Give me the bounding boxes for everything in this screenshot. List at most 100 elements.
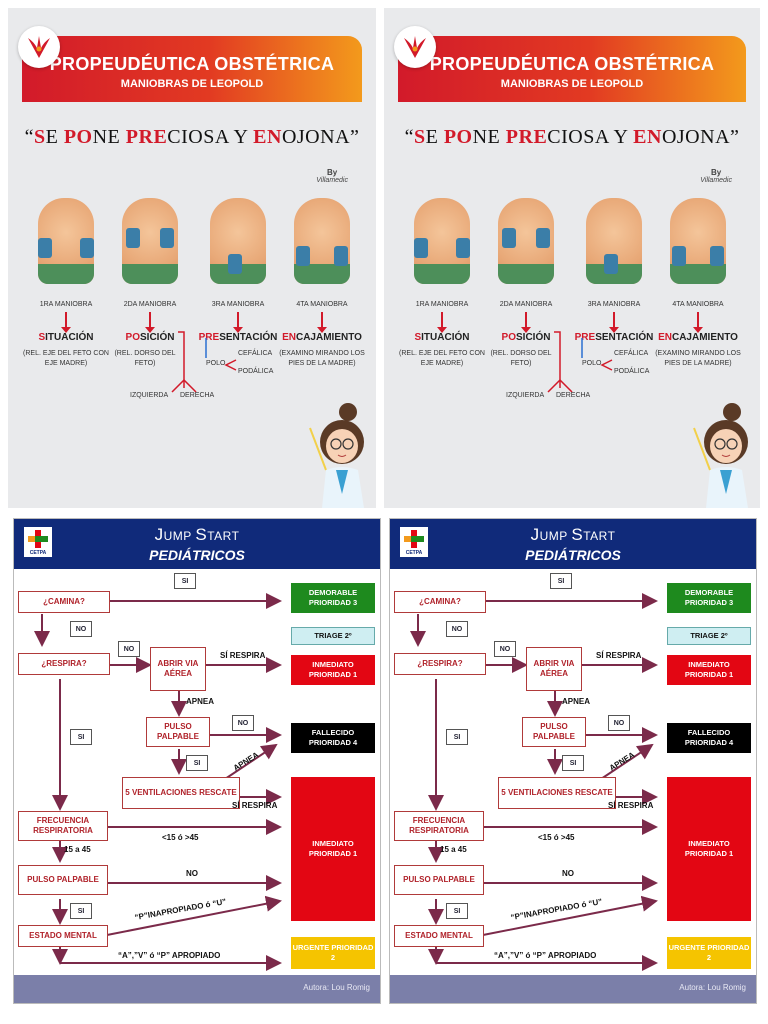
maneuver-4-illustration <box>670 198 726 284</box>
box-abrir-via-aerea: ABRIR VIA AÉREA <box>526 647 582 691</box>
jumpstart-subtitle: PEDIÁTRICOS <box>525 547 621 563</box>
outcome-demorable: DEMORABLE PRIORIDAD 3 <box>291 583 375 613</box>
tag-si: SI <box>186 755 208 771</box>
box-pulso-palpable-2: PULSO PALPABLE <box>18 865 108 895</box>
leopold-panel-left: PROPEUDÉUTICA OBSTÉTRICA MANIOBRAS DE LE… <box>8 8 376 508</box>
jumpstart-title: JUMP START <box>530 525 616 544</box>
box-estado-mental: ESTADO MENTAL <box>18 925 108 947</box>
maneuver-connectors <box>171 331 237 393</box>
label-no: NO <box>562 869 574 878</box>
box-frecuencia: FRECUENCIA RESPIRATORIA <box>18 811 108 841</box>
outcome-inmediato: INMEDIATO PRIORIDAD 1 <box>667 777 751 921</box>
polo-podalic: PODÁLICA <box>238 368 274 375</box>
maneuver-description: (EXAMINO MIRANDO LOS PIES DE LA MADRE) <box>279 350 365 367</box>
teacher-illustration-icon <box>309 403 364 508</box>
down-arrow-icon <box>521 312 531 333</box>
tag-no: NO <box>446 621 468 637</box>
leopold-subtitle: MANIOBRAS DE LEOPOLD <box>500 78 644 90</box>
maneuver-name: PRESENTACIÓN <box>574 332 654 343</box>
position-right: DERECHA <box>180 392 215 399</box>
tag-si: SI <box>446 903 468 919</box>
phoenix-logo-icon <box>18 26 60 68</box>
label-no: NO <box>186 869 198 878</box>
polo-label: POLO <box>206 360 226 367</box>
tag-si: SI <box>550 573 572 589</box>
box-abrir-via-aerea: ABRIR VIA AÉREA <box>150 647 206 691</box>
box-respira: ¿RESPIRA? <box>18 653 110 675</box>
maneuver-name: POSICIÓN <box>125 332 175 343</box>
box-respira: ¿RESPIRA? <box>394 653 486 675</box>
label-apropiado: “A”,”V” ó “P” APROPIADO <box>118 951 221 960</box>
maneuver-number: 2DA MANIOBRA <box>123 301 177 308</box>
leopold-panel-right: PROPEUDÉUTICA OBSTÉTRICA MANIOBRAS DE LE… <box>384 8 760 508</box>
maneuver-number: 4TA MANIOBRA <box>672 301 724 308</box>
box-frecuencia: FRECUENCIA RESPIRATORIA <box>394 811 484 841</box>
tag-si: SI <box>562 755 584 771</box>
label-apnea: APNEA <box>562 697 591 706</box>
label-si-respira: SÍ RESPIRA <box>596 651 642 660</box>
maneuver-connectors <box>547 331 613 393</box>
outcome-triage: TRIAGE 2º <box>291 627 375 645</box>
box-pulso-palpable: PULSO PALPABLE <box>146 717 210 747</box>
footer: Autora: Lou Romig <box>390 975 756 1003</box>
leopold-header: PROPEUDÉUTICA OBSTÉTRICA MANIOBRAS DE LE… <box>398 36 746 102</box>
leopold-header: PROPEUDÉUTICA OBSTÉTRICA MANIOBRAS DE LE… <box>22 36 362 102</box>
down-arrow-icon <box>233 312 243 333</box>
cetpa-logo-icon: CETPA <box>400 527 428 557</box>
maneuver-1-illustration <box>38 198 94 284</box>
maneuver-2-illustration <box>498 198 554 284</box>
position-left: IZQUIERDA <box>130 392 169 399</box>
outcome-inmediato: INMEDIATO PRIORIDAD 1 <box>291 777 375 921</box>
outcome-urgente: URGENTE PRIORIDAD 2 <box>667 937 751 969</box>
outcome-inmediato: INMEDIATO PRIORIDAD 1 <box>667 655 751 685</box>
maneuver-number: 4TA MANIOBRA <box>296 301 348 308</box>
maneuver-description: (REL. DORSO DEL FETO) <box>490 350 552 367</box>
maneuver-description: (REL. DORSO DEL FETO) <box>114 350 176 367</box>
box-pulso-palpable: PULSO PALPABLE <box>522 717 586 747</box>
author-credit: Autora: Lou Romig <box>679 983 746 992</box>
maneuver-2-illustration <box>122 198 178 284</box>
down-arrow-icon <box>61 312 71 333</box>
flow-arrows <box>410 593 658 971</box>
box-camina: ¿CAMINA? <box>18 591 110 613</box>
down-arrow-icon <box>609 312 619 333</box>
position-right: DERECHA <box>556 392 591 399</box>
maneuver-name: ENCAJAMIENTO <box>282 332 362 343</box>
tag-no: NO <box>70 621 92 637</box>
maneuver-description: (REL. EJE DEL FETO CON EJE MADRE) <box>399 350 485 367</box>
maneuver-3-illustration <box>586 198 642 284</box>
label-normal: 15 a 45 <box>64 845 91 854</box>
tag-si: SI <box>70 903 92 919</box>
box-ventilaciones: 5 VENTILACIONES RESCATE <box>498 777 616 809</box>
maneuver-name: SITUACIÓN <box>414 332 470 343</box>
leopold-title: PROPEUDÉUTICA OBSTÉTRICA <box>429 54 715 74</box>
maneuver-1-illustration <box>414 198 470 284</box>
label-apnea: APNEA <box>186 697 215 706</box>
label-si-respira: SÍ RESPIRA <box>608 801 654 810</box>
polo-label: POLO <box>582 360 602 367</box>
maneuver-number: 3RA MANIOBRA <box>211 301 265 308</box>
maneuver-number: 3RA MANIOBRA <box>587 301 641 308</box>
author-credit: Autora: Lou Romig <box>303 983 370 992</box>
maneuver-number: 1RA MANIOBRA <box>415 301 469 308</box>
teacher-illustration-icon <box>693 403 748 508</box>
maneuver-4-illustration <box>294 198 350 284</box>
down-arrow-icon <box>693 312 703 333</box>
down-arrow-icon <box>437 312 447 333</box>
maneuver-3-illustration <box>210 198 266 284</box>
down-arrow-icon <box>145 312 155 333</box>
down-arrow-icon <box>317 312 327 333</box>
maneuver-description: (REL. EJE DEL FETO CON EJE MADRE) <box>23 350 109 367</box>
outcome-fallecido: FALLECIDO PRIORIDAD 4 <box>667 723 751 753</box>
jumpstart-header: CETPA JUMP START PEDIÁTRICOS <box>390 519 756 569</box>
label-rango: <15 ó >45 <box>538 833 575 842</box>
tag-si: SI <box>446 729 468 745</box>
jumpstart-panel-left: CETPA JUMP START PEDIÁTRICOS ¿CAMINA? <box>13 518 381 1004</box>
cetpa-logo-icon: CETPA <box>24 527 52 557</box>
tag-no: NO <box>232 715 254 731</box>
leopold-subtitle: MANIOBRAS DE LEOPOLD <box>120 78 264 90</box>
maneuver-number: 2DA MANIOBRA <box>499 301 553 308</box>
tag-no: NO <box>494 641 516 657</box>
maneuver-name: PRESENTACIÓN <box>198 332 278 343</box>
